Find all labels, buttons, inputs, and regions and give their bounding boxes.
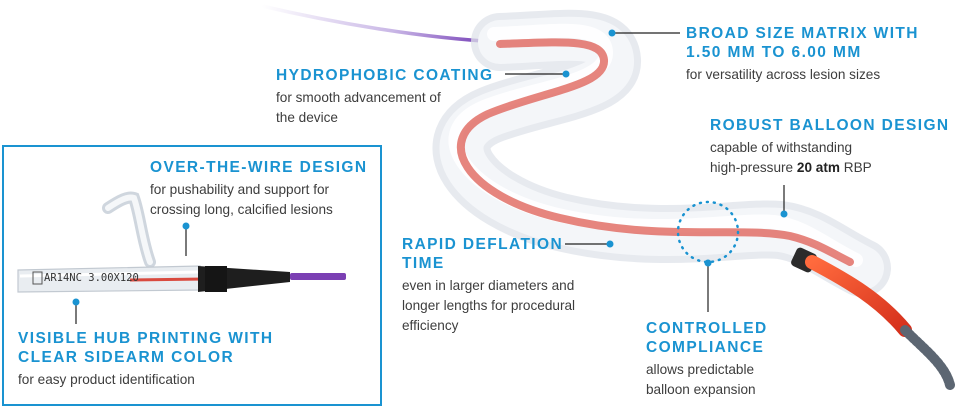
- callout-title: VISIBLE HUB PRINTING WITH CLEAR SIDEARM …: [18, 329, 273, 367]
- pressure-value: 20 atm: [796, 160, 840, 175]
- title-line: TIME: [402, 255, 445, 272]
- guide-wire: [260, 4, 502, 44]
- title-line: RAPID DEFLATION: [402, 236, 564, 253]
- callout-desc: for versatility across lesion sizes: [686, 65, 919, 85]
- desc-text: RBP: [839, 160, 872, 175]
- desc-line: allows predictable: [646, 362, 755, 377]
- callout-title: OVER-THE-WIRE DESIGN: [150, 158, 367, 177]
- title-line: CLEAR SIDEARM COLOR: [18, 349, 235, 366]
- desc-line: balloon expansion: [646, 382, 756, 397]
- callout-broad-size: BROAD SIZE MATRIX WITH 1.50 MM TO 6.00 M…: [686, 24, 919, 85]
- desc-line: for versatility across lesion sizes: [686, 67, 881, 82]
- desc-line: the device: [276, 110, 338, 125]
- callout-title: ROBUST BALLOON DESIGN: [710, 116, 950, 135]
- callout-title: HYDROPHOBIC COATING: [276, 66, 493, 85]
- hub-device: [17, 191, 346, 324]
- title-line: 1.50 MM TO 6.00 MM: [686, 44, 862, 61]
- inner-shaft: [456, 38, 854, 266]
- desc-line: efficiency: [402, 318, 459, 333]
- callout-hydrophobic: HYDROPHOBIC COATING for smooth advanceme…: [276, 66, 493, 128]
- callout-desc: even in larger diameters and longer leng…: [402, 276, 575, 336]
- title-line: CONTROLLED: [646, 320, 768, 337]
- callout-desc: for pushability and support for crossing…: [150, 180, 367, 220]
- title-line: HYDROPHOBIC COATING: [276, 67, 494, 84]
- callout-robust: ROBUST BALLOON DESIGN capable of withsta…: [710, 116, 950, 178]
- catheter-tip: [805, 255, 912, 337]
- callout-controlled-compliance: CONTROLLED COMPLIANCE allows predictable…: [646, 319, 768, 400]
- title-line: VISIBLE HUB PRINTING WITH: [18, 330, 274, 347]
- callout-desc: for easy product identification: [18, 370, 273, 390]
- callout-desc: capable of withstanding high-pressure 20…: [710, 138, 950, 178]
- hub-print-text: AR14NC 3.00X120: [44, 272, 139, 284]
- desc-line: for pushability and support for: [150, 182, 330, 197]
- desc-line: capable of withstanding: [710, 140, 853, 155]
- title-line: BROAD SIZE MATRIX WITH: [686, 25, 919, 42]
- callout-title: RAPID DEFLATION TIME: [402, 235, 575, 273]
- desc-line: for easy product identification: [18, 372, 195, 387]
- callout-title: BROAD SIZE MATRIX WITH 1.50 MM TO 6.00 M…: [686, 24, 919, 62]
- desc-line: longer lengths for procedural: [402, 298, 576, 313]
- callout-title: CONTROLLED COMPLIANCE: [646, 319, 768, 357]
- compliance-marker-circle: [676, 200, 740, 264]
- desc-text: high-pressure: [710, 160, 797, 175]
- desc-line: for smooth advancement of: [276, 90, 441, 105]
- callout-desc: allows predictable balloon expansion: [646, 360, 768, 400]
- title-line: OVER-THE-WIRE DESIGN: [150, 159, 368, 176]
- callout-hub-printing: VISIBLE HUB PRINTING WITH CLEAR SIDEARM …: [18, 329, 273, 390]
- desc-line: even in larger diameters and: [402, 278, 575, 293]
- desc-line: crossing long, calcified lesions: [150, 202, 333, 217]
- callout-desc: for smooth advancement of the device: [276, 88, 493, 128]
- callout-over-the-wire: OVER-THE-WIRE DESIGN for pushability and…: [150, 158, 367, 220]
- title-line: ROBUST BALLOON DESIGN: [710, 117, 950, 134]
- title-line: COMPLIANCE: [646, 339, 765, 356]
- callout-rapid-deflation: RAPID DEFLATION TIME even in larger diam…: [402, 235, 575, 336]
- desc-line: high-pressure 20 atm RBP: [710, 158, 950, 178]
- coil-wire: [900, 325, 955, 390]
